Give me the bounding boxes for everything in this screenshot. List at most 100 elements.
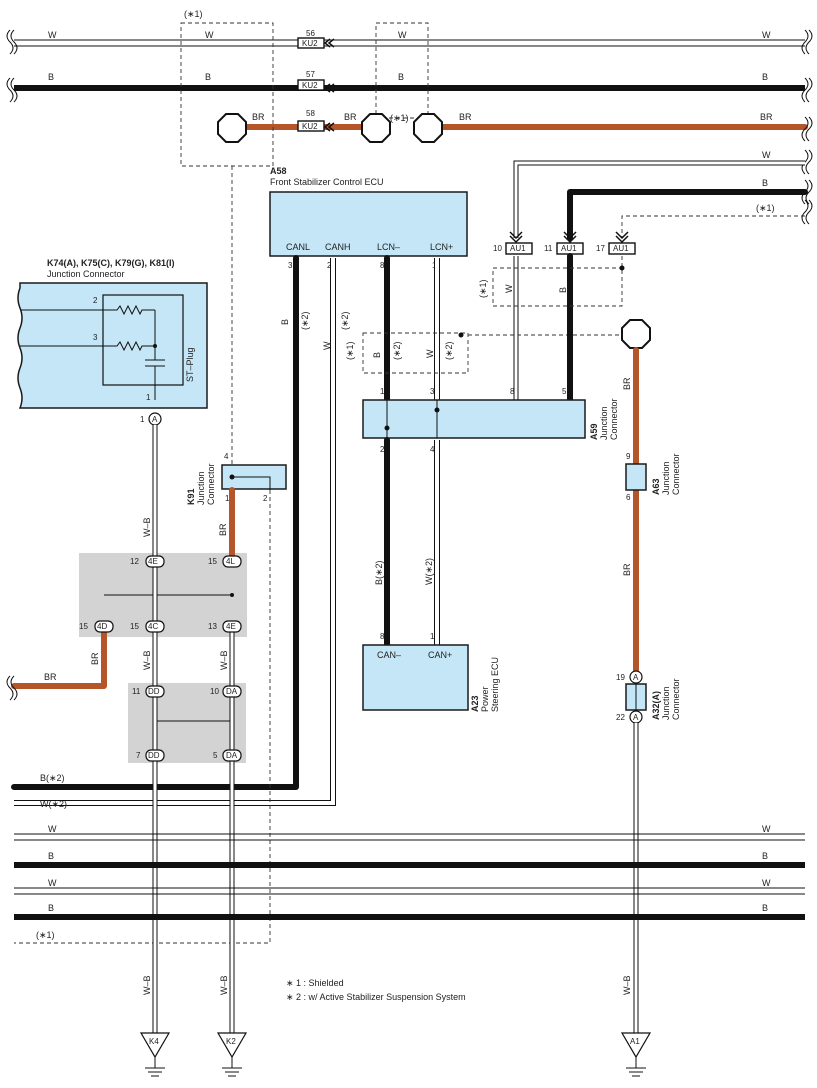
- svg-text:4: 4: [224, 452, 229, 461]
- svg-text:W: W: [762, 824, 771, 834]
- svg-text:Junction Connector: Junction Connector: [47, 269, 125, 279]
- svg-text:6: 6: [626, 493, 631, 502]
- svg-text:11: 11: [544, 244, 553, 253]
- shield-joint-right-side: [621, 319, 651, 349]
- svg-text:(∗2): (∗2): [444, 341, 454, 360]
- svg-text:A1: A1: [630, 1037, 640, 1046]
- svg-text:DD: DD: [148, 751, 160, 760]
- svg-text:(∗2): (∗2): [340, 311, 350, 330]
- a58-name: Front Stabilizer Control ECU: [270, 177, 384, 187]
- svg-text:A23: A23: [470, 695, 480, 712]
- svg-text:Power: Power: [480, 686, 490, 712]
- svg-text:11: 11: [132, 687, 141, 696]
- svg-text:2: 2: [93, 296, 98, 305]
- svg-text:B: B: [48, 903, 54, 913]
- svg-text:Junction: Junction: [661, 686, 671, 720]
- svg-text:W–B: W–B: [142, 650, 152, 670]
- ku2-connectors: 56 KU2 57 KU2 58 KU2: [297, 29, 335, 132]
- a58-code: A58: [270, 166, 287, 176]
- k74-junction-connector: K74(A), K75(C), K79(G), K81(I) Junction …: [17, 258, 208, 426]
- svg-text:B: B: [48, 851, 54, 861]
- svg-text:3: 3: [93, 333, 98, 342]
- svg-text:B: B: [762, 851, 768, 861]
- top-b-label-left: B: [48, 72, 54, 82]
- svg-text:BR: BR: [218, 523, 228, 536]
- ground-k4: K4: [139, 1032, 171, 1077]
- svg-text:19: 19: [616, 673, 625, 682]
- top-br-label-3: BR: [459, 112, 472, 122]
- top-b-label-right: B: [762, 72, 768, 82]
- svg-text:K2: K2: [226, 1037, 236, 1046]
- svg-text:10: 10: [210, 687, 219, 696]
- svg-text:W(∗2): W(∗2): [40, 799, 67, 809]
- svg-text:Connector: Connector: [609, 398, 619, 440]
- svg-text:15: 15: [208, 557, 217, 566]
- svg-text:(∗1): (∗1): [36, 930, 55, 940]
- svg-text:CAN–: CAN–: [377, 650, 401, 660]
- a58-pin-canh: CANH: [325, 242, 351, 252]
- top-br-label-2: BR: [344, 112, 357, 122]
- svg-text:17: 17: [596, 244, 605, 253]
- svg-text:W–B: W–B: [219, 650, 229, 670]
- svg-text:2: 2: [380, 445, 385, 454]
- svg-text:4E: 4E: [148, 557, 158, 566]
- svg-text:(∗1): (∗1): [478, 279, 488, 298]
- top-b-label-mid2: B: [398, 72, 404, 82]
- ku2-connector-57: 57 KU2: [297, 70, 335, 93]
- a58-pin-lcnm: LCN–: [377, 242, 400, 252]
- svg-text:W(∗2): W(∗2): [424, 558, 434, 585]
- shield-joint-left: [217, 113, 247, 143]
- svg-text:A: A: [633, 713, 639, 722]
- svg-text:3: 3: [288, 261, 293, 270]
- svg-text:A32(A): A32(A): [651, 691, 661, 720]
- svg-text:1: 1: [430, 632, 435, 641]
- svg-text:B: B: [280, 319, 290, 325]
- shield-joint-right: [413, 113, 443, 143]
- top-w-label-mid2: W: [398, 30, 407, 40]
- notes: ∗ 1 : Shielded ∗ 2 : w/ Active Stabilize…: [286, 978, 466, 1002]
- svg-text:22: 22: [616, 713, 625, 722]
- top-br-label-4: BR: [760, 112, 773, 122]
- svg-text:(∗1): (∗1): [345, 341, 355, 360]
- right-shield: BR BR: [621, 319, 651, 673]
- ground-k2: K2: [216, 1032, 248, 1077]
- svg-text:Junction: Junction: [196, 471, 206, 505]
- svg-text:15: 15: [130, 622, 139, 631]
- ground-a1: A1: [620, 1032, 652, 1077]
- svg-text:B: B: [762, 903, 768, 913]
- svg-text:5: 5: [562, 387, 567, 396]
- svg-text:B(∗2): B(∗2): [40, 773, 65, 783]
- svg-text:B: B: [558, 287, 568, 293]
- svg-text:4E: 4E: [226, 622, 236, 631]
- bottom-bus: B(∗2) W(∗2) W W B B W W B B: [14, 773, 805, 920]
- top-b-label-mid: B: [205, 72, 211, 82]
- svg-text:DA: DA: [226, 687, 238, 696]
- svg-text:12: 12: [130, 557, 139, 566]
- svg-text:W–B: W–B: [219, 975, 229, 995]
- svg-text:Connector: Connector: [206, 463, 216, 505]
- svg-text:AU1: AU1: [510, 244, 526, 253]
- svg-text:56: 56: [306, 29, 315, 38]
- svg-text:7: 7: [136, 751, 141, 760]
- svg-text:W: W: [762, 878, 771, 888]
- svg-text:KU2: KU2: [302, 122, 318, 131]
- svg-text:1: 1: [380, 387, 385, 396]
- svg-text:AU1: AU1: [613, 244, 629, 253]
- svg-text:8: 8: [510, 387, 515, 396]
- top-w-label-right: W: [762, 30, 771, 40]
- top-shield-dashes: (∗1): [180, 9, 429, 465]
- svg-text:BR: BR: [622, 377, 632, 390]
- svg-text:4D: 4D: [97, 622, 107, 631]
- svg-text:W: W: [322, 341, 332, 350]
- a58-wires: B (∗2) W (∗2): [11, 255, 440, 806]
- svg-text:1: 1: [146, 393, 151, 402]
- top-w-label-left: W: [48, 30, 57, 40]
- svg-text:B: B: [762, 178, 768, 188]
- a58-pin-canl: CANL: [286, 242, 310, 252]
- svg-text:58: 58: [306, 109, 315, 118]
- svg-text:Connector: Connector: [671, 678, 681, 720]
- svg-text:8: 8: [380, 261, 385, 270]
- svg-text:13: 13: [208, 622, 217, 631]
